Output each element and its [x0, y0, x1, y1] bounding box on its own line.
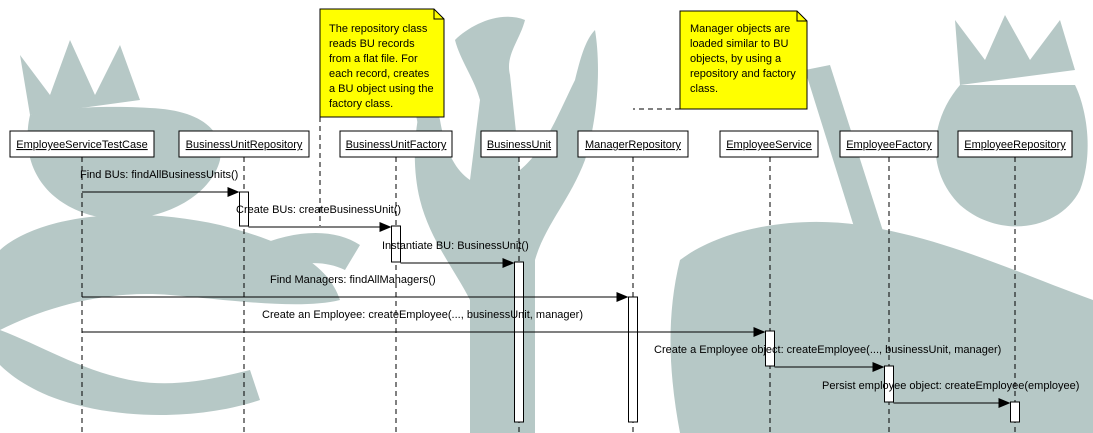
- note-line: factory class.: [329, 98, 393, 110]
- arrowhead-icon: [227, 187, 240, 197]
- note-body: [319, 8, 445, 118]
- note-mr: Manager objects are loaded similar to BU o…: [633, 10, 808, 110]
- participant-box: [178, 130, 310, 158]
- message-2: Create BUs: createBusinessUnit(): [236, 204, 401, 232]
- arrowhead-icon: [379, 222, 392, 232]
- participant-es[interactable]: EmployeeService: [719, 130, 819, 158]
- activation-bar-bu: [514, 261, 524, 423]
- activation-bar-buf: [391, 225, 401, 263]
- message-label: Create a Employee object: createEmployee…: [654, 344, 1001, 356]
- participant-bu[interactable]: BusinessUnit: [480, 130, 558, 158]
- participant-boxes: EmployeeServiceTestCase BusinessUnitRepos…: [9, 130, 1073, 158]
- note-buf: The repository class reads BU records from…: [319, 8, 445, 226]
- participant-bur[interactable]: BusinessUnitRepository: [178, 130, 310, 158]
- note-line: repository and factory: [690, 68, 796, 80]
- activation-bar-mr: [628, 296, 638, 423]
- message-7: Persist employee object: createEmployee(…: [822, 380, 1079, 408]
- message-label: Create BUs: createBusinessUnit(): [236, 204, 401, 216]
- note-fold-icon: [433, 9, 444, 20]
- participant-box: [9, 130, 155, 158]
- watermark-crown-right: [955, 15, 1075, 85]
- participant-buf[interactable]: BusinessUnitFactory: [339, 130, 453, 158]
- messages: Find BUs: findAllBusinessUnits() Create B…: [80, 169, 1079, 408]
- participant-box: [719, 130, 819, 158]
- activation-bar-es: [765, 330, 775, 367]
- participant-ef[interactable]: EmployeeFactory: [839, 130, 939, 158]
- participant-box: [339, 130, 453, 158]
- participant-er[interactable]: EmployeeRepository: [957, 130, 1073, 158]
- watermark-trident-center: [414, 16, 598, 433]
- participant-box: [480, 130, 558, 158]
- watermark-crown-left: [20, 40, 140, 115]
- note-fold-icon: [796, 11, 807, 22]
- participant-test[interactable]: EmployeeServiceTestCase: [9, 130, 155, 158]
- note-line: reads BU records: [329, 38, 415, 50]
- participant-name: EmployeeServiceTestCase: [16, 139, 147, 151]
- note-line: Manager objects are: [690, 23, 790, 35]
- message-label: Find BUs: findAllBusinessUnits(): [80, 169, 238, 181]
- message-3: Instantiate BU: BusinessUnit(): [382, 240, 529, 268]
- message-4: Find Managers: findAllManagers(): [82, 274, 629, 302]
- note-line: each record, creates: [329, 68, 430, 80]
- participant-box: [577, 130, 689, 158]
- activation-bar-er: [1010, 401, 1020, 423]
- note-line: class.: [690, 83, 718, 95]
- watermark-arm-left: [230, 233, 360, 280]
- participant-name: BusinessUnit: [487, 139, 551, 151]
- notes: The repository class reads BU records from…: [319, 8, 808, 226]
- message-5: Create an Employee: createEmployee(..., …: [82, 309, 766, 337]
- participant-name: BusinessUnitRepository: [186, 139, 303, 151]
- message-label: Find Managers: findAllManagers(): [270, 274, 436, 286]
- note-line: loaded similar to BU: [690, 38, 788, 50]
- message-label: Instantiate BU: BusinessUnit(): [382, 240, 529, 252]
- message-1: Find BUs: findAllBusinessUnits(): [80, 169, 240, 197]
- arrowhead-icon: [872, 362, 885, 372]
- watermark-head-left: [27, 106, 221, 219]
- note-body: [679, 10, 808, 110]
- arrowhead-icon: [502, 258, 515, 268]
- arrowhead-icon: [998, 398, 1011, 408]
- participant-name: EmployeeFactory: [846, 139, 932, 151]
- participant-name: EmployeeService: [726, 139, 812, 151]
- participant-name: ManagerRepository: [585, 139, 681, 151]
- participant-box: [839, 130, 939, 158]
- note-line: The repository class: [329, 23, 428, 35]
- message-label: Create an Employee: createEmployee(..., …: [262, 309, 583, 321]
- note-line: objects, by using a: [690, 53, 782, 65]
- watermark-body-right: [670, 221, 1093, 433]
- note-line: from a flat file. For: [329, 53, 418, 65]
- watermark-staff-right: [805, 65, 905, 310]
- watermark-body-left: [0, 214, 340, 330]
- participant-mr[interactable]: ManagerRepository: [577, 130, 689, 158]
- background-watermark: [0, 15, 1093, 433]
- watermark-tail-left: [0, 330, 260, 415]
- participant-box: [957, 130, 1073, 158]
- activation-bar-ef: [884, 365, 894, 403]
- activation-bar-bur: [239, 191, 249, 227]
- arrowhead-icon: [616, 292, 629, 302]
- arrowhead-icon: [753, 327, 766, 337]
- message-label: Persist employee object: createEmployee(…: [822, 380, 1079, 392]
- message-6: Create a Employee object: createEmployee…: [654, 344, 1001, 372]
- participant-name: BusinessUnitFactory: [346, 139, 447, 151]
- participant-name: EmployeeRepository: [964, 139, 1066, 151]
- note-line: a BU object using the: [329, 83, 434, 95]
- activation-bars: [239, 191, 1020, 423]
